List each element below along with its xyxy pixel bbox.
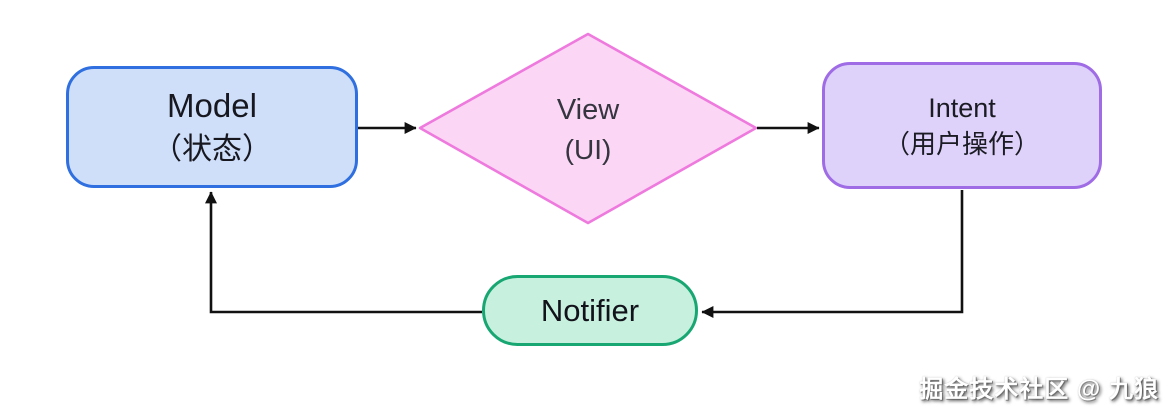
watermark-text: 掘金技术社区 @ 九狼 xyxy=(919,376,1159,403)
edge-intent-to-notifier xyxy=(701,190,964,318)
edge-notifier-to-model xyxy=(205,191,482,314)
intent-subtitle: （用户操作） xyxy=(883,129,1040,160)
intent-title: Intent xyxy=(928,93,996,124)
model-subtitle: （状态） xyxy=(152,133,272,167)
notifier-node: Notifier xyxy=(482,275,698,346)
model-node: Model （状态） xyxy=(66,66,358,188)
notifier-title: Notifier xyxy=(540,292,640,328)
intent-node: Intent （用户操作） xyxy=(822,62,1102,189)
view-diamond-shape xyxy=(418,32,758,225)
model-title: Model xyxy=(167,87,257,125)
